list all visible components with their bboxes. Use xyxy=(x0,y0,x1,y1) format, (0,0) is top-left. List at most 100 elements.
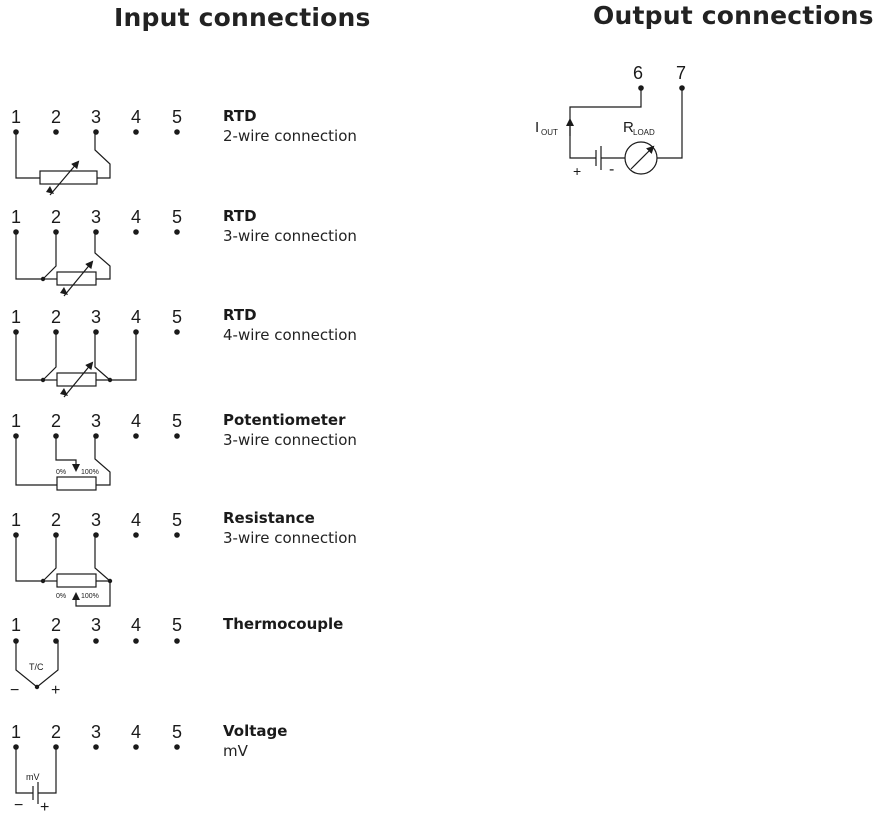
terminal-dot-5 xyxy=(174,433,180,439)
terminal-number-5: 5 xyxy=(172,107,182,127)
block-title: Thermocouple xyxy=(223,615,344,633)
terminal-7: 7 xyxy=(676,63,686,83)
block-subtitle: mV xyxy=(223,742,248,760)
terminal-dot-5 xyxy=(174,229,180,235)
terminal-number-3: 3 xyxy=(91,411,101,431)
voltage-circuit xyxy=(15,747,57,804)
terminal-number-5: 5 xyxy=(172,722,182,742)
terminal-number-3: 3 xyxy=(91,510,101,530)
thermocouple-label: Thermocouple xyxy=(223,614,343,634)
tc-label: T/C xyxy=(29,662,44,672)
res-zero-label: 0% xyxy=(56,593,66,600)
rtd-3wire-label: RTD 3-wire connection xyxy=(223,206,357,246)
block-subtitle: 3-wire connection xyxy=(223,431,357,449)
terminal-dot-3 xyxy=(93,229,99,235)
terminal-dot-5 xyxy=(174,329,180,335)
terminal-number-1: 1 xyxy=(11,722,21,742)
terminal-number-2: 2 xyxy=(51,722,61,742)
r-load-sub-label: LOAD xyxy=(633,128,655,137)
mv-plus-label: + xyxy=(40,799,49,816)
terminal-number-4: 4 xyxy=(131,207,141,227)
terminal-number-5: 5 xyxy=(172,307,182,327)
block-title: RTD xyxy=(223,306,257,324)
terminal-number-5: 5 xyxy=(172,510,182,530)
terminal-dot-3 xyxy=(93,329,99,335)
terminal-dot-3 xyxy=(93,744,99,750)
thermocouple-circuit xyxy=(15,641,59,690)
block-title: Potentiometer xyxy=(223,411,346,429)
rtd-2wire-label: RTD 2-wire connection xyxy=(223,106,357,146)
rtd-3wire-circuit xyxy=(15,232,111,297)
potentiometer-circuit xyxy=(15,436,111,491)
block-subtitle: 2-wire connection xyxy=(223,127,357,145)
resistance-circuit xyxy=(15,535,113,607)
terminal-number-2: 2 xyxy=(51,307,61,327)
terminal-6-dot xyxy=(638,85,644,91)
i-out-sub-label: OUT xyxy=(541,128,558,137)
block-subtitle: 3-wire connection xyxy=(223,529,357,547)
voltage-label: Voltage mV xyxy=(223,721,287,761)
terminal-number-1: 1 xyxy=(11,615,21,635)
terminal-dot-4 xyxy=(133,229,139,235)
terminal-number-2: 2 xyxy=(51,411,61,431)
rtd-4wire-label: RTD 4-wire connection xyxy=(223,305,357,345)
terminal-number-1: 1 xyxy=(11,510,21,530)
block-subtitle: 3-wire connection xyxy=(223,227,357,245)
terminal-dot-5 xyxy=(174,744,180,750)
terminal-number-4: 4 xyxy=(131,107,141,127)
potentiometer-label: Potentiometer 3-wire connection xyxy=(223,410,357,450)
terminal-number-2: 2 xyxy=(51,510,61,530)
input-connections-heading: Input connections xyxy=(114,3,371,32)
terminal-dot-5 xyxy=(174,532,180,538)
terminal-number-3: 3 xyxy=(91,207,101,227)
block-subtitle: 4-wire connection xyxy=(223,326,357,344)
terminal-dot-5 xyxy=(174,129,180,135)
terminal-number-5: 5 xyxy=(172,615,182,635)
terminal-dot-4 xyxy=(133,532,139,538)
terminal-number-1: 1 xyxy=(11,411,21,431)
terminal-dot-3 xyxy=(93,532,99,538)
terminal-number-4: 4 xyxy=(131,615,141,635)
mv-minus-label: − xyxy=(14,797,23,814)
terminal-number-1: 1 xyxy=(11,307,21,327)
terminal-number-5: 5 xyxy=(172,411,182,431)
pot-full-label: 100% xyxy=(81,469,99,476)
terminal-number-2: 2 xyxy=(51,107,61,127)
terminal-number-1: 1 xyxy=(11,107,21,127)
terminal-number-3: 3 xyxy=(91,615,101,635)
terminal-dot-4 xyxy=(133,433,139,439)
terminal-number-2: 2 xyxy=(51,615,61,635)
terminal-dot-4 xyxy=(133,129,139,135)
mv-label: mV xyxy=(26,772,40,782)
out-plus-label: + xyxy=(573,163,581,179)
terminal-number-1: 1 xyxy=(11,207,21,227)
terminal-dot-3 xyxy=(93,638,99,644)
block-title: Voltage xyxy=(223,722,288,740)
block-title: RTD xyxy=(223,207,257,225)
block-title: RTD xyxy=(223,107,257,125)
res-full-label: 100% xyxy=(81,593,99,600)
tc-minus-label: − xyxy=(10,682,19,699)
terminal-6: 6 xyxy=(633,63,643,83)
output-circuit xyxy=(566,88,683,175)
terminal-number-2: 2 xyxy=(51,207,61,227)
terminal-number-3: 3 xyxy=(91,307,101,327)
out-minus-label: - xyxy=(609,161,614,178)
terminal-dot-4 xyxy=(133,638,139,644)
terminal-rows: 1 2 3 4 5 1 2 3 4 5 1 2 3 4 5 1 2 3 4 5 1 2 3 4 5 1 2 3 4 5 1 2 3 4 5 xyxy=(11,107,182,750)
terminal-number-4: 4 xyxy=(131,722,141,742)
terminal-dot-3 xyxy=(93,129,99,135)
terminal-number-5: 5 xyxy=(172,207,182,227)
tc-plus-label: + xyxy=(51,682,60,699)
terminal-number-4: 4 xyxy=(131,307,141,327)
rtd-2wire-circuit xyxy=(15,132,111,196)
terminal-number-3: 3 xyxy=(91,722,101,742)
resistance-label: Resistance 3-wire connection xyxy=(223,508,357,548)
terminal-number-4: 4 xyxy=(131,510,141,530)
rtd-4wire-circuit xyxy=(15,332,137,398)
terminal-dot-4 xyxy=(133,744,139,750)
terminal-number-3: 3 xyxy=(91,107,101,127)
terminal-dot-3 xyxy=(93,433,99,439)
terminal-number-4: 4 xyxy=(131,411,141,431)
